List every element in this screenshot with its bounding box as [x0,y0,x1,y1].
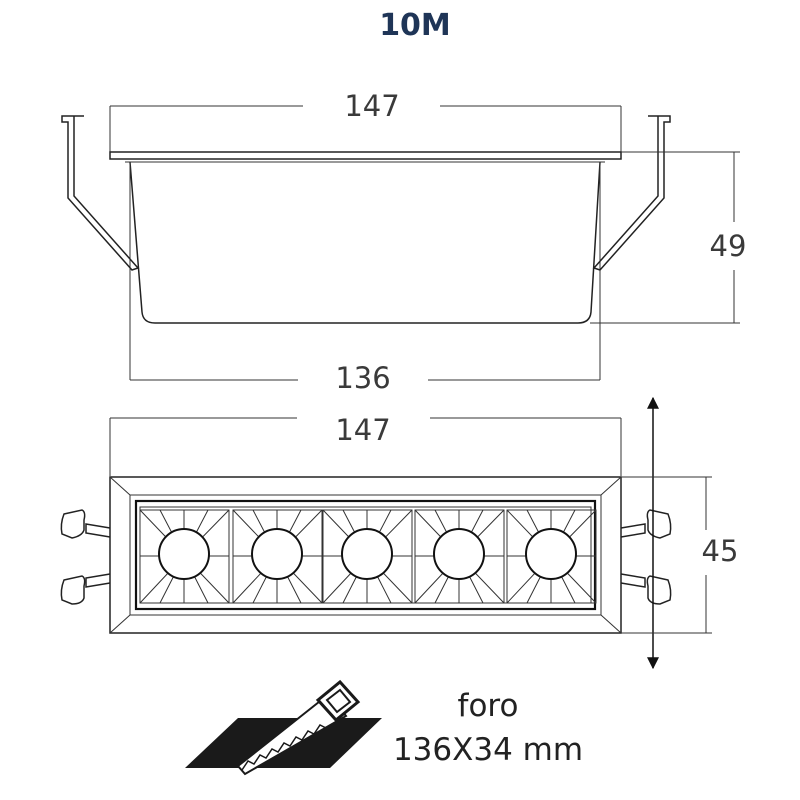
dim-front-height: 45 [702,534,739,568]
spring-clip-left [60,509,111,605]
dim-height: 49 [710,229,747,263]
dim-bottom-width: 136 [335,361,390,395]
cutout-label: foro [458,688,519,724]
led-cell [322,509,413,604]
dim-front-width: 147 [335,413,390,447]
led-cell [506,509,597,604]
cutout-size: 136X34 mm [393,732,583,768]
led-cell [232,509,323,604]
led-cell [139,509,230,604]
front-view: 147 [60,396,739,670]
led-cell [414,509,505,604]
spring-clip-right [620,509,672,605]
side-view: 147 49 136 [61,89,747,395]
hand-saw-icon [185,679,382,776]
dim-top-width: 147 [344,89,399,123]
model-title: 10M [379,8,451,43]
